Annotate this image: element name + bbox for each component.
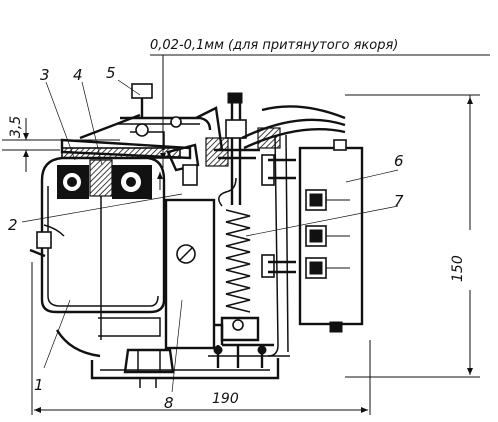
- callout-5: 5: [106, 64, 116, 82]
- base-plate: [55, 329, 280, 388]
- spring-assembly: [205, 92, 290, 368]
- flexible-lead: [241, 105, 346, 357]
- callout-7: 7: [394, 192, 404, 210]
- magnet-block: [164, 198, 224, 350]
- terminal-board: [261, 139, 364, 333]
- clearance-dimension: 0,02-0,1мм (для притянутого якоря): [150, 38, 490, 190]
- width-dimension: 190: [31, 262, 371, 415]
- callout-1: 1: [34, 376, 44, 394]
- callouts: 3 4 5 6 7 2 1 8: [8, 64, 404, 412]
- callout-6: 6: [394, 152, 404, 170]
- clearance-note: 0,02-0,1мм (для притянутого якоря): [150, 38, 398, 53]
- height-dimension-text: 150: [450, 255, 466, 282]
- callout-8: 8: [164, 394, 174, 412]
- adjusting-screw: [118, 83, 224, 151]
- height-dimension: 150: [345, 94, 480, 378]
- gap-dimension-text: 3,5: [8, 116, 24, 138]
- callout-4: 4: [73, 66, 83, 84]
- coil: [29, 147, 181, 340]
- callout-2: 2: [8, 216, 18, 234]
- leader-lines: [21, 79, 399, 393]
- width-dimension-text: 190: [212, 391, 239, 407]
- callout-3: 3: [40, 66, 50, 84]
